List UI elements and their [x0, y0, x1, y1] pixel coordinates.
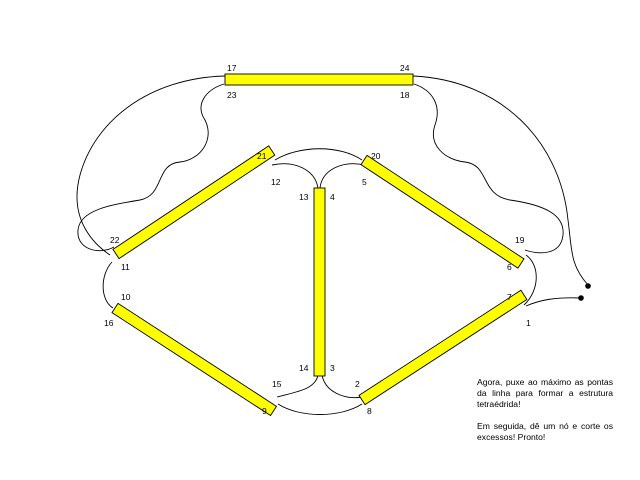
label-13: 13: [299, 192, 309, 202]
straws: [111, 73, 528, 417]
label-5: 5: [362, 177, 367, 187]
label-21: 21: [257, 151, 267, 161]
label-6: 6: [507, 262, 512, 272]
string-end-dot-top: [585, 283, 591, 289]
label-20: 20: [371, 151, 381, 161]
label-10: 10: [121, 292, 131, 302]
string-arc-3-2: [321, 374, 363, 399]
string-end-dot-bottom: [578, 295, 584, 301]
label-11: 11: [121, 262, 130, 272]
label-14: 14: [299, 363, 309, 373]
label-22: 22: [110, 235, 120, 245]
string-arc-15-14: [276, 374, 319, 398]
instructions-paragraph-2: Em seguida, dê um nó e corte os excessos…: [477, 421, 613, 442]
label-16: 16: [104, 318, 114, 328]
label-23: 23: [227, 90, 237, 100]
straw-10-15: [111, 302, 278, 417]
label-8: 8: [367, 406, 372, 416]
end-labels: 17 24 23 18 21 20 12 5 13 4 22 11 19 6 1…: [104, 63, 531, 416]
straw-20-19: [360, 154, 525, 269]
label-12: 12: [271, 177, 281, 187]
string-arc-12-13: [271, 163, 319, 189]
string-wavy-left: [77, 83, 225, 251]
string-loop-6-7: [523, 254, 537, 306]
string-lines: [76, 75, 589, 415]
string-outer-left: [76, 75, 226, 256]
label-15: 15: [272, 379, 282, 389]
instructions-text: Agora, puxe ao máximo as pontas da linha…: [477, 377, 613, 454]
label-3: 3: [330, 363, 335, 373]
label-17: 17: [227, 63, 237, 73]
label-18: 18: [400, 90, 410, 100]
label-4: 4: [330, 192, 335, 202]
straw-17-24: [224, 73, 414, 86]
label-2: 2: [355, 379, 360, 389]
string-wavy-right: [413, 83, 564, 254]
string-loop-11-10: [102, 261, 114, 309]
instructions-paragraph-1: Agora, puxe ao máximo as pontas da linha…: [477, 377, 613, 409]
label-1: 1: [526, 318, 531, 328]
straw-7-2: [358, 289, 528, 406]
straw-21-22: [112, 145, 276, 260]
string-outer-right: [412, 75, 589, 286]
string-arc-21-20: [274, 148, 363, 161]
label-9: 9: [262, 406, 267, 416]
string-end-1: [525, 297, 581, 307]
string-arc-9-8: [277, 403, 363, 415]
label-24: 24: [400, 63, 410, 73]
straw-13-14: [313, 187, 326, 377]
string-arc-5-4: [319, 163, 366, 189]
label-19: 19: [515, 235, 525, 245]
label-7: 7: [507, 292, 512, 302]
